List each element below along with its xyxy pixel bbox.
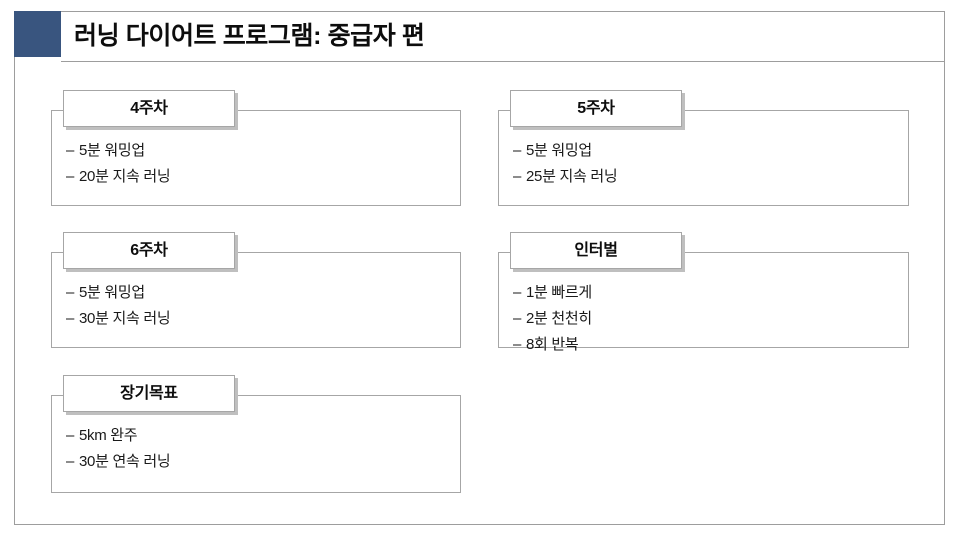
title-divider-rule [61,61,945,62]
dash-bullet-icon: – [513,142,522,159]
page-title: 러닝 다이어트 프로그램: 중급자 편 [74,22,425,50]
card-header-tab-interval[interactable]: 인터벌 [510,232,682,269]
list-item: –30분 연속 러닝 [66,449,451,475]
card-item-list-week-5: –5분 워밍업–25분 지속 러닝 [513,138,899,190]
card-item-list-long-term-goal: –5km 완주–30분 연속 러닝 [66,423,451,475]
card-header-tab-week-4[interactable]: 4주차 [63,90,235,127]
card-body-week-4 [51,110,461,206]
card-header-label: 5주차 [577,100,615,117]
dash-bullet-icon: – [66,453,75,470]
dash-bullet-icon: – [513,336,522,353]
card-item-list-week-4: –5분 워밍업–20분 지속 러닝 [66,138,451,190]
list-item-text: 5km 완주 [79,427,138,444]
card-interval[interactable]: 인터벌–1분 빠르게–2분 천천히–8회 반복 [498,232,909,353]
list-item: –5분 워밍업 [513,138,899,164]
list-item: –1분 빠르게 [513,280,899,306]
card-header-label: 장기목표 [120,385,178,402]
list-item-text: 30분 지속 러닝 [79,310,171,327]
list-item: –8회 반복 [513,332,899,358]
list-item: –20분 지속 러닝 [66,164,451,190]
dash-bullet-icon: – [66,284,75,301]
list-item-text: 20분 지속 러닝 [79,168,171,185]
list-item-text: 8회 반복 [526,336,579,353]
dash-bullet-icon: – [513,284,522,301]
card-header-tab-long-term-goal[interactable]: 장기목표 [63,375,235,412]
dash-bullet-icon: – [66,310,75,327]
dash-bullet-icon: – [66,168,75,185]
slide-outer-frame [14,11,945,525]
list-item-text: 5분 워밍업 [79,284,145,301]
list-item-text: 1분 빠르게 [526,284,592,301]
card-header-label: 4주차 [130,100,168,117]
list-item: –5분 워밍업 [66,138,451,164]
list-item-text: 25분 지속 러닝 [526,168,618,185]
dash-bullet-icon: – [66,427,75,444]
card-header-label: 인터벌 [574,242,618,259]
card-header-label: 6주차 [130,242,168,259]
card-header-tab-week-6[interactable]: 6주차 [63,232,235,269]
list-item: –5km 완주 [66,423,451,449]
card-week-5[interactable]: 5주차–5분 워밍업–25분 지속 러닝 [498,90,909,206]
dash-bullet-icon: – [513,168,522,185]
list-item-text: 5분 워밍업 [79,142,145,159]
list-item: –30분 지속 러닝 [66,306,451,332]
list-item: –5분 워밍업 [66,280,451,306]
list-item: –2분 천천히 [513,306,899,332]
list-item-text: 5분 워밍업 [526,142,592,159]
card-item-list-interval: –1분 빠르게–2분 천천히–8회 반복 [513,280,899,358]
dash-bullet-icon: – [513,310,522,327]
title-accent-block [14,11,61,57]
card-long-term-goal[interactable]: 장기목표–5km 완주–30분 연속 러닝 [51,375,461,493]
list-item-text: 2분 천천히 [526,310,592,327]
dash-bullet-icon: – [66,142,75,159]
card-header-tab-week-5[interactable]: 5주차 [510,90,682,127]
card-week-6[interactable]: 6주차–5분 워밍업–30분 지속 러닝 [51,232,461,348]
card-item-list-week-6: –5분 워밍업–30분 지속 러닝 [66,280,451,332]
card-week-4[interactable]: 4주차–5분 워밍업–20분 지속 러닝 [51,90,461,206]
list-item-text: 30분 연속 러닝 [79,453,171,470]
list-item: –25분 지속 러닝 [513,164,899,190]
